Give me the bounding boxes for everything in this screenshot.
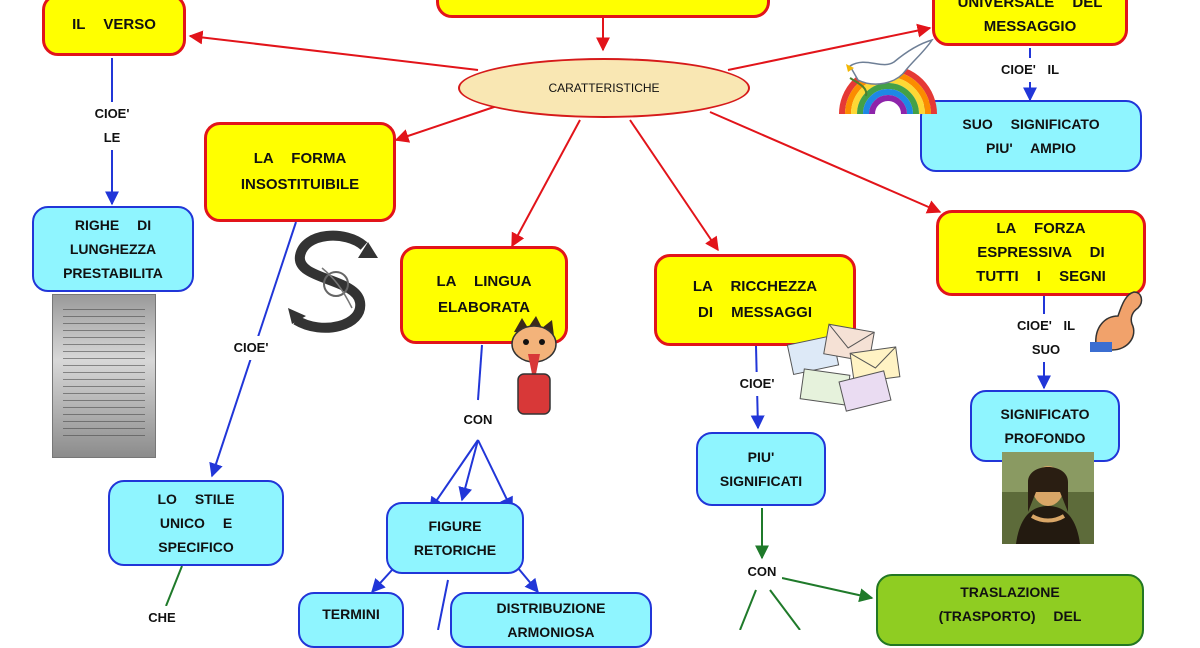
node-forma: LA FORMA INSOSTITUIBILE [204, 122, 396, 222]
label-cioe-le: CIOE' LE [88, 102, 136, 150]
mona-lisa-image [1002, 452, 1094, 544]
node-righe: RIGHE DI LUNGHEZZA PRESTABILITA [32, 206, 194, 292]
node-universale: UNIVERSALE DEL MESSAGGIO [932, 0, 1128, 46]
label-cioe-ricchezza: CIOE' [734, 372, 780, 396]
cartoon-boy-image [511, 316, 557, 415]
link-figure-distribuzione [517, 567, 539, 594]
label-cioe-il-top: CIOE' IL [994, 58, 1066, 82]
link-caratteristiche-ricchezza [629, 119, 719, 252]
stylized-s-drawing-image [288, 230, 378, 333]
title-box [436, 0, 770, 18]
flexed-arm-image [1090, 291, 1143, 352]
node-significato-profondo: SIGNIFICATO PROFONDO [970, 390, 1120, 462]
node-traslazione: TRASLAZIONE (TRASPORTO) DEL [876, 574, 1144, 646]
link-con-traslazione [781, 577, 874, 603]
link-con-figure-c [477, 439, 513, 512]
link-con-figure-b [458, 439, 479, 502]
node-il-verso: IL VERSO [42, 0, 186, 56]
node-suo-significato: SUO SIGNIFICATO PIU' AMPIO [920, 100, 1142, 172]
node-caratteristiche: CARATTERISTICHE [458, 58, 750, 118]
link-caratteristiche-verso [188, 30, 479, 71]
poem-page-image [52, 294, 156, 458]
link-caratteristiche-lingua [511, 119, 581, 248]
label-con-significati: CON [742, 560, 782, 584]
link-caratteristiche-forma [394, 104, 501, 143]
link-con-figure-a [429, 439, 479, 512]
label-che: CHE [142, 606, 182, 630]
label-cioe-forma: CIOE' [228, 336, 274, 360]
link-caratteristiche-forza [709, 111, 942, 214]
node-ricchezza: LA RICCHEZZA DI MESSAGGI [654, 254, 856, 346]
label-con-lingua: CON [458, 408, 498, 432]
link-con-down-b [769, 589, 801, 630]
link-lingua-con [477, 344, 483, 401]
node-figure: FIGURE RETORICHE [386, 502, 524, 574]
node-forza: LA FORZA ESPRESSIVA DI TUTTI I SEGNI [936, 210, 1146, 296]
label-cioe-il-suo: CIOE' IL SUO [1006, 314, 1086, 362]
link-figure-down [437, 579, 449, 630]
link-stile-che [165, 565, 183, 607]
node-piu-significati: PIU' SIGNIFICATI [696, 432, 826, 506]
node-termini: TERMINI [298, 592, 404, 648]
link-figure-termini [371, 569, 393, 594]
link-con-down-a [739, 589, 757, 630]
node-stile: LO STILE UNICO E SPECIFICO [108, 480, 284, 566]
link-caratteristiche-universale [727, 23, 932, 71]
node-distribuzione: DISTRIBUZIONE ARMONIOSA [450, 592, 652, 648]
dove-rainbow-image [839, 38, 937, 115]
envelopes-image [786, 323, 901, 412]
